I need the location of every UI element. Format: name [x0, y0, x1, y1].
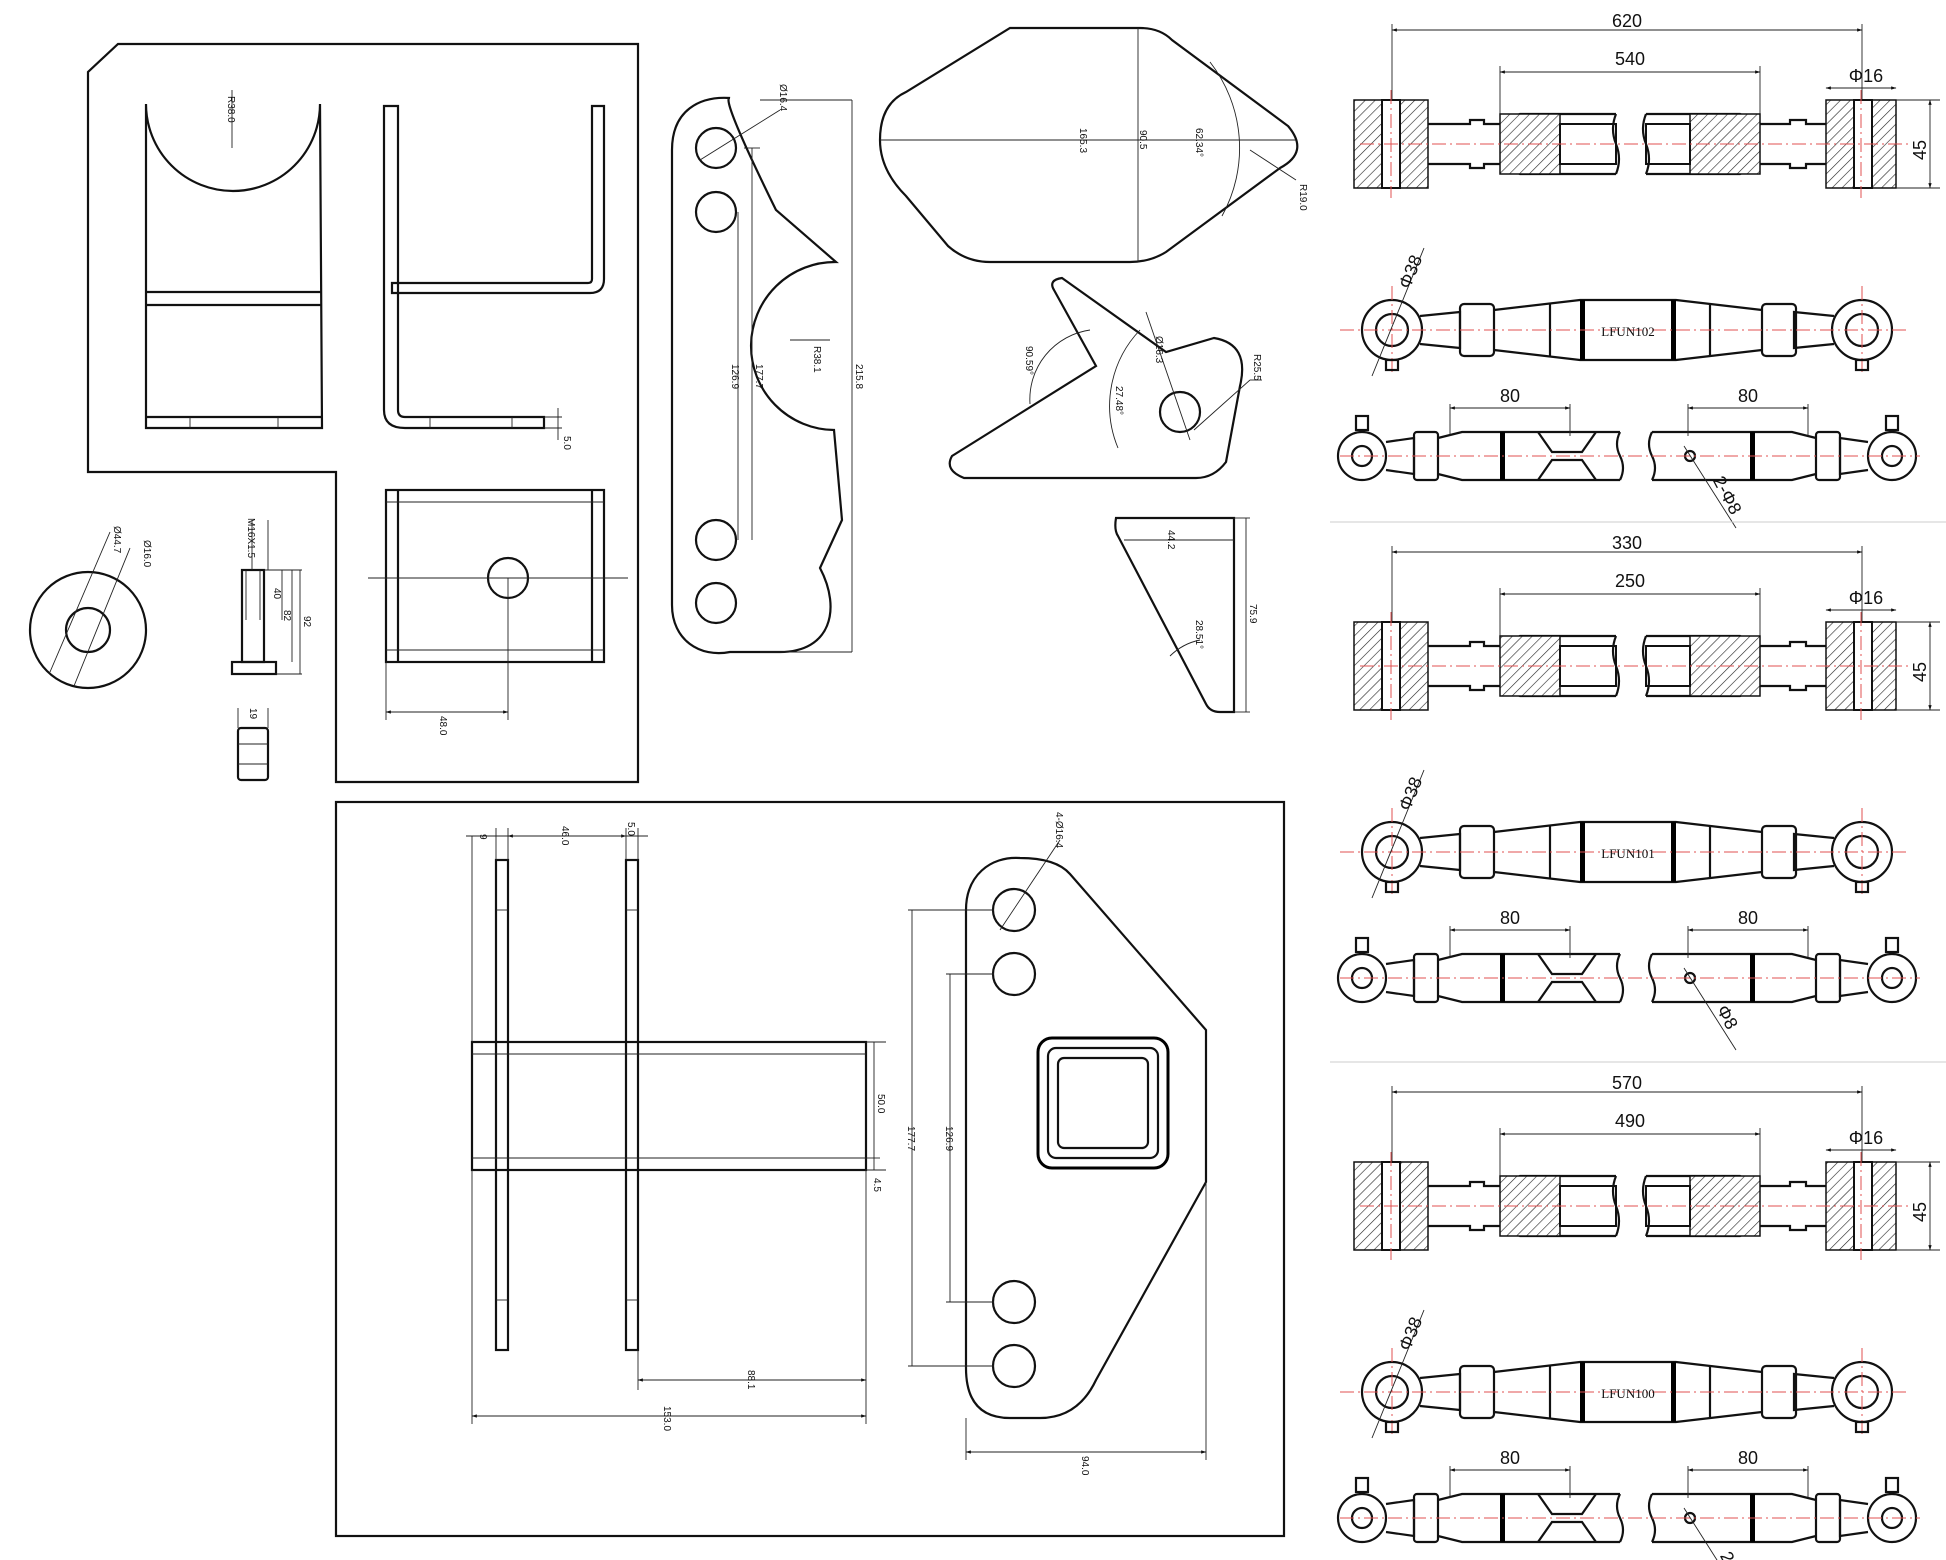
rod-inner-label: 250: [1615, 571, 1645, 591]
rod-model-label: LFUN101: [1601, 846, 1654, 861]
rod-overall-label: 330: [1612, 533, 1642, 553]
rod-height-label: 45: [1910, 1202, 1930, 1222]
asm-left-gap-label: 9: [477, 834, 488, 840]
saddle-radius-label: R38.0: [225, 96, 236, 123]
rod-eye-label: Φ38: [1395, 1314, 1426, 1353]
rod-eye-label: Φ38: [1395, 252, 1426, 291]
v-end-radius-label: R25.5: [1251, 354, 1262, 381]
bolt-thread-label: M16X1.5: [245, 518, 256, 558]
asm-holes-label: 4-Ø16.4: [1053, 812, 1064, 849]
link-plate: Ø16.4 R38.1 126.9 177.7 215.8: [670, 84, 864, 655]
rod-side-view: 80 80 2: [1336, 1448, 1920, 1560]
rod-holes-label: Φ8: [1713, 1002, 1742, 1033]
assembly-side-view: 9 46.0 5.0 50.0 4.5 88.1 153.0: [466, 822, 886, 1431]
bolt-len-c-label: 92: [301, 616, 312, 628]
asm-span-inner-label: 126.9: [943, 1126, 954, 1151]
link-spacing-outer-label: 177.7: [753, 364, 764, 389]
assembly-sheet: 9 46.0 5.0 50.0 4.5 88.1 153.0: [334, 800, 1286, 1538]
tri-top-label: 44.2: [1165, 530, 1176, 550]
diamond-tip-radius-label: R19.0: [1297, 184, 1308, 211]
rod-len-left-label: 80: [1500, 908, 1520, 928]
asm-span-outer-label: 177.7: [905, 1126, 916, 1151]
rod-overall-label: 620: [1612, 11, 1642, 31]
link-overall-height-label: 215.8: [853, 364, 864, 389]
diamond-width-label: 165.3: [1077, 128, 1088, 153]
rod-inner-label: 540: [1615, 49, 1645, 69]
nut-height-label: 19: [247, 708, 258, 720]
diamond-plate: 165.3 90.5 62.34° R19.0: [878, 26, 1308, 264]
rod-bore-label: Φ16: [1849, 1128, 1883, 1148]
rod-height-label: 45: [1910, 140, 1930, 160]
rod-model-label: LFUN100: [1601, 1386, 1654, 1401]
nut: 19: [236, 708, 270, 782]
asm-tube-size-label: 50.0: [875, 1094, 886, 1114]
v-angle-b-label: 27.48°: [1113, 386, 1124, 415]
bolt: M16X1.5 40 82 92: [230, 518, 312, 676]
asm-tube-length-label: 153.0: [661, 1406, 672, 1431]
tri-gusset: 44.2 28.51° 75.9: [1114, 516, 1258, 714]
bolt-len-a-label: 40: [271, 588, 282, 600]
tube-width-label: 48.0: [437, 716, 448, 736]
v-gusset: 90.59° 27.48° Ø16.3 R25.5: [948, 276, 1262, 480]
l-bracket: 5.0: [382, 104, 606, 450]
rod-len-right-label: 80: [1738, 1448, 1758, 1468]
asm-plate-width-label: 94.0: [1079, 1456, 1090, 1476]
washer: Ø44.7 Ø16.0: [28, 526, 152, 690]
rod-inner-label: 490: [1615, 1111, 1645, 1131]
washer-outer-label: Ø44.7: [111, 526, 122, 554]
asm-plate-spacing-label: 46.0: [559, 826, 570, 846]
diamond-half-width-label: 90.5: [1137, 130, 1148, 150]
rod-len-right-label: 80: [1738, 386, 1758, 406]
rod-model-label: LFUN102: [1601, 324, 1654, 339]
rod-eye-label: Φ38: [1395, 774, 1426, 813]
link-spacing-inner-label: 126.9: [729, 364, 740, 389]
tube-section: 48.0: [368, 488, 628, 736]
v-hole-dia-label: Ø16.3: [1153, 336, 1164, 364]
bracket-thickness-label: 5.0: [561, 436, 572, 450]
washer-inner-label: Ø16.0: [141, 540, 152, 568]
rod-overall-label: 570: [1612, 1073, 1642, 1093]
rod-height-label: 45: [1910, 662, 1930, 682]
rod-holes-label: 2: [1716, 1548, 1738, 1560]
assembly-front-plate: 4-Ø16.4 177.7 126.9 94.0: [905, 812, 1208, 1476]
tri-height-label: 75.9: [1247, 604, 1258, 624]
rod-len-left-label: 80: [1500, 1448, 1520, 1468]
saddle-bracket: R38.0: [144, 90, 324, 430]
upper-left-sheet: R38.0 5.0 48.0: [28, 42, 640, 784]
rod-bore-label: Φ16: [1849, 66, 1883, 86]
rod-len-right-label: 80: [1738, 908, 1758, 928]
rod-len-left-label: 80: [1500, 386, 1520, 406]
asm-tube-offset-label: 88.1: [745, 1370, 756, 1390]
asm-plate-thickness-label: 5.0: [625, 822, 636, 836]
v-angle-a-label: 90.59°: [1023, 346, 1034, 375]
bolt-len-b-label: 82: [281, 610, 292, 622]
link-notch-radius-label: R38.1: [811, 346, 822, 373]
link-hole-dia-label: Ø16.4: [777, 84, 788, 112]
asm-tube-wall-label: 4.5: [871, 1178, 882, 1192]
tri-angle-label: 28.51°: [1193, 620, 1204, 649]
rod-bore-label: Φ16: [1849, 588, 1883, 608]
diamond-angle-label: 62.34°: [1193, 128, 1204, 157]
